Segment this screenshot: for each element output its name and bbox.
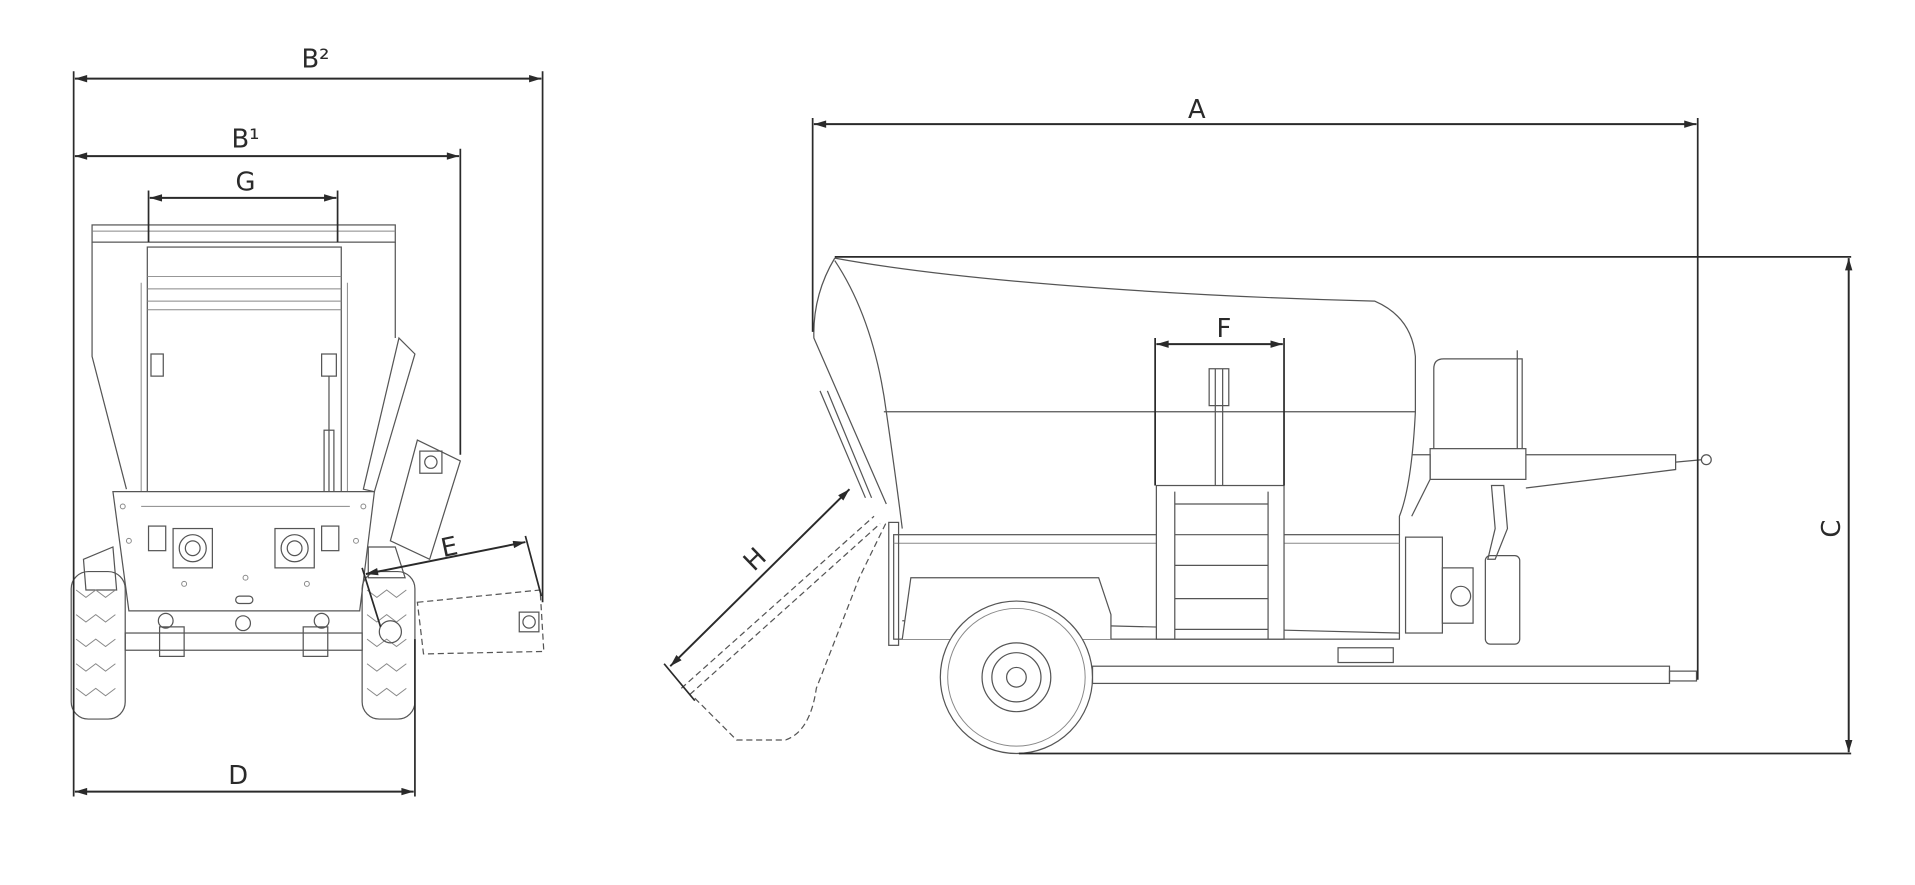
- dimension-g: G: [147, 168, 339, 243]
- label-b2: B²: [301, 45, 329, 75]
- label-b1: B¹: [232, 124, 260, 154]
- dimension-b1: B¹: [74, 124, 462, 455]
- label-g: G: [236, 168, 256, 198]
- tire-left-icon: [70, 570, 126, 720]
- rear-view: B² B¹ G D E: [70, 45, 545, 797]
- side-view: A C F H: [663, 95, 1853, 755]
- dimension-a: A: [811, 95, 1699, 680]
- bearing-icon: [274, 527, 315, 569]
- dimension-f: F: [1154, 314, 1285, 486]
- bearing-icon: [172, 527, 213, 569]
- label-c: C: [1817, 520, 1847, 538]
- label-d: D: [228, 761, 248, 791]
- dimension-d: D: [74, 639, 416, 797]
- dimension-c: C: [834, 256, 1853, 755]
- dimension-e: E: [361, 531, 543, 628]
- label-a: A: [1188, 95, 1206, 125]
- label-e: E: [438, 531, 460, 564]
- dimension-b2: B²: [72, 45, 544, 797]
- label-h: H: [738, 542, 773, 577]
- wheel-icon: [939, 600, 1094, 755]
- label-f: F: [1216, 314, 1231, 344]
- dimension-h: H: [663, 488, 851, 702]
